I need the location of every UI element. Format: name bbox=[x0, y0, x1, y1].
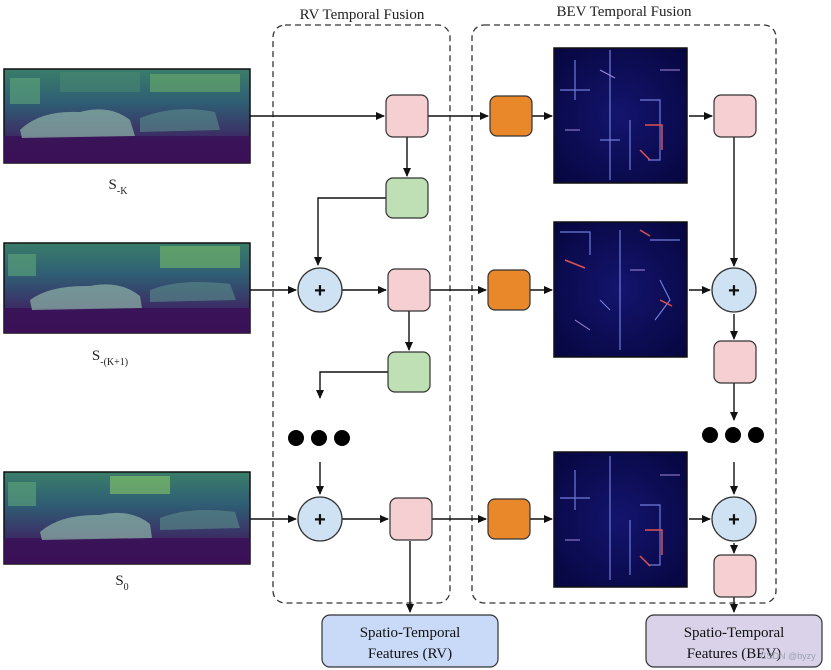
bev-pink-box-1 bbox=[713, 94, 757, 138]
bev-output-features: Spatio-Temporal Features (BEV) bbox=[645, 614, 823, 668]
rv-add-node-1: + bbox=[297, 267, 343, 313]
rv-output-features: Spatio-Temporal Features (RV) bbox=[321, 614, 499, 668]
rv-pink-box-1 bbox=[385, 94, 429, 138]
bev-fusion-title: BEV Temporal Fusion bbox=[556, 4, 692, 20]
rv-ellipsis bbox=[288, 430, 350, 446]
rv-fusion-group bbox=[272, 24, 451, 604]
bev-pink-box-3 bbox=[713, 554, 757, 598]
svg-text:+: + bbox=[728, 509, 740, 531]
svg-text:Features (BEV): Features (BEV) bbox=[687, 646, 782, 662]
bev-encoder-box-1 bbox=[489, 95, 533, 137]
bev-map-2 bbox=[553, 221, 688, 358]
rv-add-node-2: + bbox=[297, 496, 343, 542]
svg-text:Spatio-Temporal: Spatio-Temporal bbox=[684, 625, 785, 641]
bev-encoder-box-3 bbox=[487, 498, 531, 540]
bev-pink-box-2 bbox=[713, 340, 757, 384]
svg-text:+: + bbox=[728, 280, 740, 302]
bev-add-node-2: + bbox=[711, 496, 757, 542]
bev-add-node-1: + bbox=[711, 267, 757, 313]
range-image-s-k1 bbox=[3, 242, 251, 334]
connections bbox=[250, 112, 738, 613]
watermark: CSDN @byzy bbox=[760, 651, 816, 661]
rv-green-box-1 bbox=[385, 177, 429, 219]
svg-text:+: + bbox=[314, 509, 326, 531]
rv-pink-box-3 bbox=[389, 497, 433, 541]
svg-text:Features (RV): Features (RV) bbox=[368, 646, 452, 662]
bev-map-3 bbox=[553, 451, 688, 588]
bev-encoder-box-2 bbox=[487, 269, 531, 311]
bev-fusion-group bbox=[471, 24, 777, 604]
rv-fusion-title: RV Temporal Fusion bbox=[300, 7, 425, 23]
scan-label-s-k1: S-(K+1) bbox=[92, 348, 128, 368]
svg-text:Spatio-Temporal: Spatio-Temporal bbox=[360, 625, 461, 641]
range-image-s-0 bbox=[3, 471, 251, 565]
bev-ellipsis bbox=[702, 427, 764, 443]
range-image-s-k bbox=[3, 68, 251, 164]
bev-map-1 bbox=[553, 47, 688, 184]
rv-green-box-2 bbox=[387, 351, 431, 393]
scan-label-s-k: S-K bbox=[109, 177, 129, 197]
scan-label-s-0: S0 bbox=[115, 573, 128, 593]
rv-pink-box-2 bbox=[387, 268, 431, 312]
svg-text:+: + bbox=[314, 280, 326, 302]
